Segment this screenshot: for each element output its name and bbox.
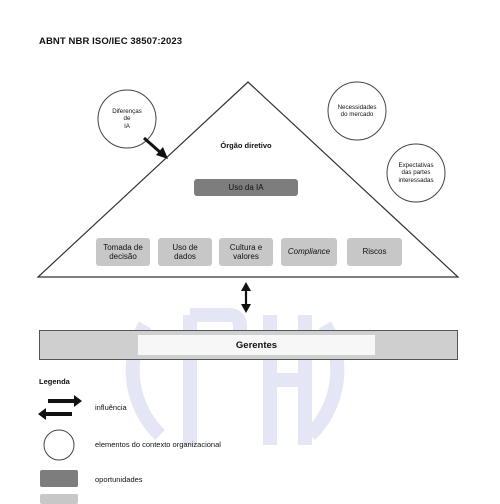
organ-title: Órgão diretivo (220, 141, 272, 150)
area-label: Cultura e valores (229, 242, 263, 261)
gerentes-label: Gerentes (235, 339, 278, 351)
diagram-title: ABNT NBR ISO/IEC 38507:2023 (39, 36, 183, 47)
double-arrow-icon (38, 395, 82, 420)
area-label: Riscos (362, 247, 387, 257)
legend-area-swatch (40, 494, 78, 504)
context-circle-necessidades (327, 81, 387, 141)
legend-influence-label: influência (95, 403, 127, 412)
context-text-diferencas: Diferenças de IA (112, 107, 142, 130)
legend-opportunities-swatch (40, 470, 78, 487)
uso-ia-box: Uso da IA (194, 179, 298, 196)
context-circle-diferencas (97, 89, 157, 149)
legend-circle-icon (43, 429, 75, 461)
area-box-compliance: Compliance (281, 238, 337, 266)
legend-opportunities-label: oportunidades (95, 475, 143, 484)
area-label: Tomada de decisão (103, 242, 143, 261)
context-label-expectativas: Expectativas das partes interessadas (389, 154, 443, 192)
context-label-necessidades: Necessidades do mercado (330, 92, 384, 130)
context-text-expectativas: Expectativas das partes interessadas (398, 161, 434, 184)
legend-title: Legenda (39, 377, 70, 386)
vertical-double-arrow-icon (241, 282, 251, 313)
context-circle-expectativas (386, 143, 446, 203)
influence-arrow-icon (143, 136, 168, 159)
gerentes-inner-panel (138, 335, 375, 355)
area-box-riscos: Riscos (347, 238, 402, 266)
area-box-cultura-valores: Cultura e valores (219, 238, 273, 266)
area-box-tomada-decisao: Tomada de decisão (96, 238, 150, 266)
area-box-uso-dados: Uso de dados (158, 238, 212, 266)
context-label-diferencas: Diferenças de IA (100, 100, 154, 138)
area-label: Compliance (287, 247, 331, 257)
area-label: Uso de dados (172, 242, 198, 261)
context-text-necessidades: Necessidades do mercado (337, 103, 377, 118)
legend-context-label: elementos do contexto organizacional (95, 440, 221, 449)
